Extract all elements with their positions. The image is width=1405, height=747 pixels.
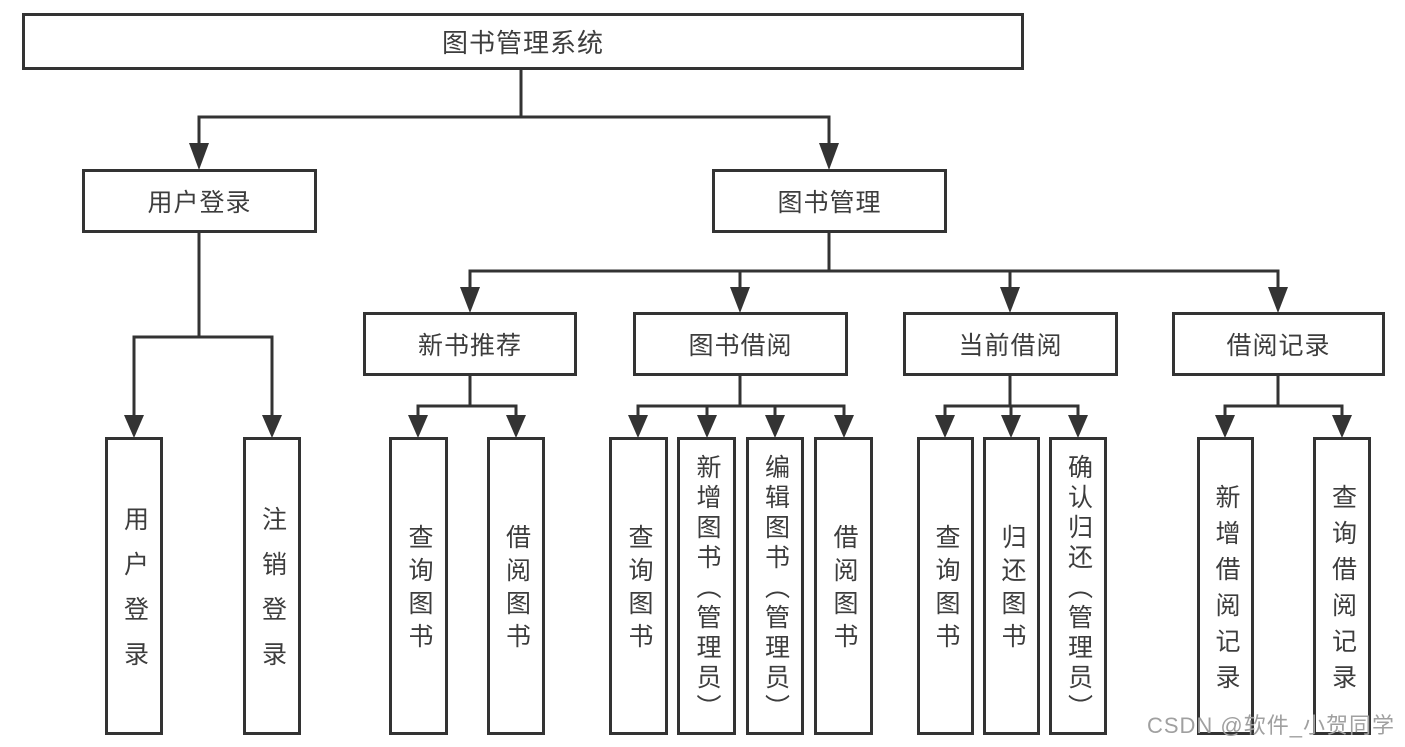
node-current-borrowing: 当前借阅	[903, 312, 1118, 376]
node-user-login-branch: 用户登录	[82, 169, 317, 233]
node-label: 查询借阅记录	[1328, 483, 1357, 700]
node-label: 图书管理系统	[441, 28, 604, 58]
node-leaf-add-borrow-record: 新增借阅记录	[1197, 437, 1254, 735]
node-label: 当前借阅	[958, 332, 1063, 360]
node-label: 借阅记录	[1226, 332, 1331, 360]
node-label: 查询图书	[625, 524, 653, 656]
connector-level2-rail	[197, 115, 831, 146]
node-leaf-borrow-books-borrowing: 借阅图书	[814, 437, 873, 735]
node-label: 用户登录	[120, 506, 149, 686]
node-leaf-query-books-borrowing: 查询图书	[609, 437, 668, 735]
arrow-down-icon	[1001, 415, 1021, 438]
node-leaf-logout-login: 注销登录	[243, 437, 301, 735]
node-label: 借阅图书	[502, 524, 531, 656]
node-label: 图书借阅	[688, 332, 793, 360]
node-leaf-confirm-return-admin: 确认归还（管理员）	[1049, 437, 1107, 735]
node-label: 新书推荐	[417, 332, 522, 360]
node-book-borrowing: 图书借阅	[633, 312, 848, 376]
node-label: 查询图书	[932, 524, 960, 656]
arrow-down-icon	[1068, 415, 1088, 438]
arrow-down-icon	[1268, 287, 1288, 313]
node-label: 新增图书（管理员）	[693, 453, 721, 724]
node-label: 借阅图书	[830, 524, 858, 656]
arrow-down-icon	[697, 415, 717, 438]
arrow-down-icon	[506, 415, 526, 438]
node-label: 用户登录	[147, 189, 252, 217]
connector-nbr-rail	[416, 404, 518, 417]
node-leaf-query-borrow-record: 查询借阅记录	[1313, 437, 1371, 735]
node-label: 确认归还（管理员）	[1064, 453, 1093, 724]
node-leaf-query-books-recommend: 查询图书	[389, 437, 448, 735]
arrow-down-icon	[262, 415, 282, 438]
node-label: 注销登录	[258, 506, 287, 686]
arrow-down-icon	[834, 415, 854, 438]
watermark-text: CSDN @软件_小贺同学	[1146, 713, 1395, 738]
connector-level3-rail	[468, 269, 1280, 290]
arrow-down-icon	[628, 415, 648, 438]
node-leaf-borrow-books-recommend: 借阅图书	[487, 437, 545, 735]
node-leaf-add-books-admin: 新增图书（管理员）	[677, 437, 736, 735]
node-label: 图书管理	[777, 189, 882, 217]
connector-bb-rail	[636, 404, 846, 417]
arrow-down-icon	[1332, 415, 1352, 438]
arrow-down-icon	[765, 415, 785, 438]
arrow-down-icon	[935, 415, 955, 438]
node-label: 归还图书	[998, 524, 1026, 656]
arrowheads	[124, 143, 1352, 438]
node-book-management: 图书管理	[712, 169, 947, 233]
node-leaf-user-login: 用户登录	[105, 437, 163, 735]
arrow-down-icon	[1000, 287, 1020, 313]
node-new-book-recommend: 新书推荐	[363, 312, 577, 376]
node-leaf-query-books-current: 查询图书	[917, 437, 974, 735]
node-leaf-return-books: 归还图书	[983, 437, 1040, 735]
node-leaf-edit-books-admin: 编辑图书（管理员）	[746, 437, 804, 735]
node-label: 编辑图书（管理员）	[761, 453, 790, 724]
node-borrowing-records: 借阅记录	[1172, 312, 1385, 376]
node-book-management-system: 图书管理系统	[22, 13, 1024, 70]
arrow-down-icon	[730, 287, 750, 313]
arrow-down-icon	[189, 143, 209, 170]
connector-userlogin-rail	[132, 335, 274, 418]
node-label: 查询图书	[405, 524, 433, 656]
node-label: 新增借阅记录	[1212, 483, 1240, 700]
arrow-down-icon	[460, 287, 480, 313]
arrow-down-icon	[124, 415, 144, 438]
arrow-down-icon	[408, 415, 428, 438]
arrow-down-icon	[1215, 415, 1235, 438]
arrow-down-icon	[819, 143, 839, 170]
connector-br-rail	[1223, 404, 1344, 417]
